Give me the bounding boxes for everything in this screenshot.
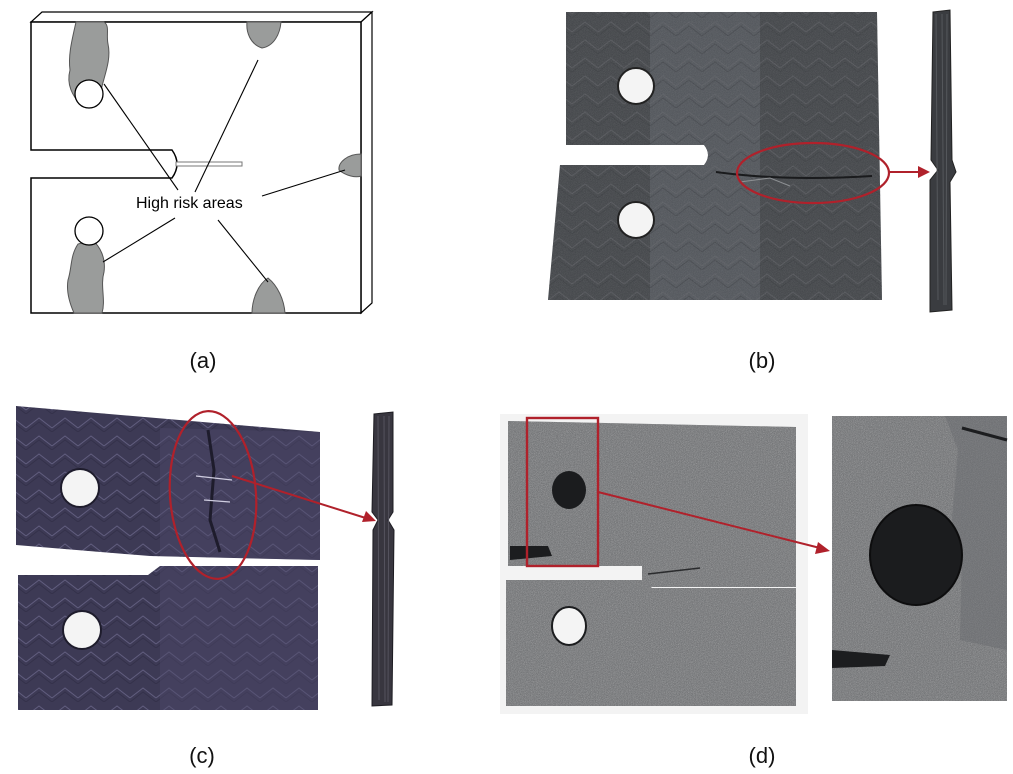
high-risk-label: High risk areas (134, 195, 245, 213)
bolt-hole-bottom (74, 216, 104, 246)
risk-area-bottom-left (67, 239, 105, 314)
specimen-side-face (360, 10, 373, 315)
hole-d-top (552, 471, 586, 509)
pointer-arrow-c (231, 475, 373, 521)
risk-area-right (338, 153, 362, 178)
specimen-b (548, 12, 882, 300)
hole-c-bottom (62, 610, 102, 650)
risk-area-bottom-center (251, 277, 286, 314)
risk-area-top-center (246, 21, 282, 49)
edge-view-c (371, 411, 395, 707)
hole-b-bottom (617, 201, 655, 239)
specimen-d (506, 421, 796, 706)
pointer-arrow-d (597, 491, 821, 549)
hole-b-top (617, 67, 655, 105)
specimen-top-face (29, 11, 374, 23)
bolt-hole-top (74, 79, 104, 109)
caption-a: (a) (189, 348, 217, 373)
crack-highlight-ellipse-c (168, 410, 258, 580)
hole-c-top (60, 468, 100, 508)
panel-d-photo (500, 414, 1008, 714)
caption-b: (b) (748, 348, 776, 373)
zoom-inset-d (832, 416, 1008, 701)
caption-c: (c) (189, 743, 215, 768)
leader-lines (102, 59, 346, 283)
panel-b-photo (548, 9, 957, 313)
hole-d-bottom (551, 606, 587, 646)
panel-c-photo (16, 406, 395, 710)
caption-d: (d) (748, 743, 776, 768)
panel-a-schematic (29, 10, 374, 315)
